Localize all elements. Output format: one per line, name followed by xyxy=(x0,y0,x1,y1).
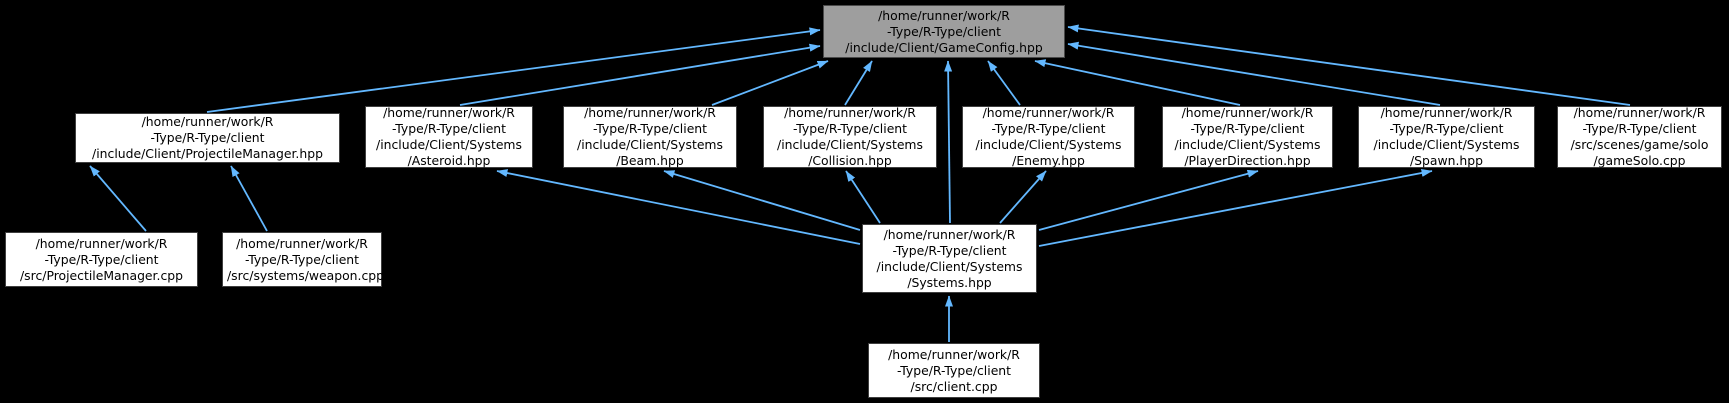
edge-playerdirection-hpp-to-gameconfig-hpp xyxy=(1034,59,1241,106)
node-label-line: -Type/R-Type/client xyxy=(244,251,360,267)
node-label-line: /src/scenes/game/solo xyxy=(1570,137,1709,152)
node-label-line: /home/runner/work/R xyxy=(35,235,168,251)
node-label-line: /home/runner/work/R xyxy=(878,7,1010,23)
node-label-line: /Spawn.hpp xyxy=(1409,153,1483,168)
node-label-line: -Type/R-Type/client xyxy=(896,362,1012,378)
node-label-line: /include/Client/Systems xyxy=(876,258,1023,274)
edge-systems-hpp-to-beam-hpp xyxy=(663,170,861,231)
node-label-line: /home/runner/work/R xyxy=(1181,105,1314,120)
graph-node-collision-hpp[interactable]: /home/runner/work/R-Type/R-Type/client/i… xyxy=(763,105,937,168)
node-label-line: /include/Client/Systems xyxy=(376,137,522,152)
node-label-line: -Type/R-Type/client xyxy=(150,130,265,145)
node-label-line: -Type/R-Type/client xyxy=(1190,121,1305,136)
node-label-line: /include/Client/Systems xyxy=(975,137,1122,152)
node-label-line: /Asteroid.hpp xyxy=(407,153,491,168)
node-label-line: /home/runner/work/R xyxy=(982,105,1115,120)
node-label-line: /src/client.cpp xyxy=(910,378,998,394)
node-label-line: -Type/R-Type/client xyxy=(44,251,159,267)
node-label-line: /include/Client/Systems xyxy=(1174,137,1321,152)
edge-systems-hpp-to-collision-hpp xyxy=(845,170,881,224)
node-label-line: /src/ProjectileManager.cpp xyxy=(20,267,183,283)
node-label-line: -Type/R-Type/client xyxy=(792,121,908,136)
node-label-line: /home/runner/work/R xyxy=(141,114,274,129)
graph-node-gameconfig-hpp[interactable]: /home/runner/work/R-Type/R-Type/client/i… xyxy=(823,5,1065,58)
node-label-line: /home/runner/work/R xyxy=(1573,105,1706,120)
node-label-line: /home/runner/work/R xyxy=(584,105,716,120)
graph-node-projectilemanager-cpp[interactable]: /home/runner/work/R-Type/R-Type/client/s… xyxy=(5,232,198,287)
node-label-line: /PlayerDirection.hpp xyxy=(1184,153,1311,168)
graph-node-systems-hpp[interactable]: /home/runner/work/R-Type/R-Type/client/i… xyxy=(862,224,1037,293)
edge-projectilemanager-cpp-to-projectilemanager-hpp xyxy=(89,165,147,232)
node-label-line: /home/runner/work/R xyxy=(784,105,916,120)
graph-node-weapon-cpp[interactable]: /home/runner/work/R-Type/R-Type/client/s… xyxy=(222,232,384,287)
node-label-line: /Enemy.hpp xyxy=(1012,153,1085,168)
graph-node-spawn-hpp[interactable]: /home/runner/work/R-Type/R-Type/client/i… xyxy=(1358,105,1535,168)
edge-systems-hpp-to-enemy-hpp xyxy=(999,170,1047,224)
node-label-line: /home/runner/work/R xyxy=(888,346,1020,362)
node-label-line: /home/runner/work/R xyxy=(883,226,1016,242)
node-label-line: /src/systems/weapon.cpp xyxy=(227,267,384,283)
include-edges xyxy=(89,24,1631,342)
graph-node-beam-hpp[interactable]: /home/runner/work/R-Type/R-Type/client/i… xyxy=(563,105,737,168)
edge-weapon-cpp-to-projectilemanager-hpp xyxy=(230,165,268,232)
edge-systems-hpp-to-playerdirection-hpp xyxy=(1038,169,1259,231)
node-label-line: /include/Client/Systems xyxy=(1373,137,1520,152)
node-label-line: /Collision.hpp xyxy=(808,153,892,168)
node-label-line: /include/Client/Systems xyxy=(577,137,723,152)
node-label-line: -Type/R-Type/client xyxy=(391,121,507,136)
node-label-line: /home/runner/work/R xyxy=(383,105,515,120)
edge-gamesolo-cpp-to-gameconfig-hpp xyxy=(1067,24,1631,106)
edge-enemy-hpp-to-gameconfig-hpp xyxy=(987,60,1021,106)
node-label-line: /include/Client/ProjectileManager.hpp xyxy=(92,146,323,161)
node-label-line: /include/Client/Systems xyxy=(777,137,923,152)
node-label-line: /Beam.hpp xyxy=(616,153,684,168)
node-label-line: /include/Client/GameConfig.hpp xyxy=(845,39,1043,55)
edge-systems-hpp-to-asteroid-hpp xyxy=(496,169,861,245)
graph-node-asteroid-hpp[interactable]: /home/runner/work/R-Type/R-Type/client/i… xyxy=(365,105,533,168)
node-label-line: -Type/R-Type/client xyxy=(592,121,708,136)
edge-asteroid-hpp-to-gameconfig-hpp xyxy=(459,43,821,106)
node-label-line: /gameSolo.cpp xyxy=(1593,153,1686,168)
graph-node-client-cpp[interactable]: /home/runner/work/R-Type/R-Type/client/s… xyxy=(868,343,1040,398)
edge-projectilemanager-hpp-to-gameconfig-hpp xyxy=(206,27,821,113)
node-label-line: /Systems.hpp xyxy=(907,274,992,290)
node-label-line: /home/runner/work/R xyxy=(1380,105,1513,120)
edge-beam-hpp-to-gameconfig-hpp xyxy=(711,60,829,106)
node-label-line: -Type/R-Type/client xyxy=(1389,121,1504,136)
edge-systems-hpp-to-spawn-hpp xyxy=(1038,169,1433,247)
edge-collision-hpp-to-gameconfig-hpp xyxy=(844,60,873,106)
node-label-line: -Type/R-Type/client xyxy=(1582,121,1697,136)
edge-spawn-hpp-to-gameconfig-hpp xyxy=(1067,41,1441,106)
node-label-line: /home/runner/work/R xyxy=(236,235,368,251)
graph-node-enemy-hpp[interactable]: /home/runner/work/R-Type/R-Type/client/i… xyxy=(962,105,1135,168)
node-label-line: -Type/R-Type/client xyxy=(892,242,1007,258)
graph-node-playerdirection-hpp[interactable]: /home/runner/work/R-Type/R-Type/client/i… xyxy=(1162,105,1333,168)
node-label-line: -Type/R-Type/client xyxy=(886,23,1002,39)
node-label-line: -Type/R-Type/client xyxy=(991,121,1106,136)
graph-node-gamesolo-cpp[interactable]: /home/runner/work/R-Type/R-Type/client/s… xyxy=(1557,105,1722,168)
graph-node-projectilemanager-hpp[interactable]: /home/runner/work/R-Type/R-Type/client/i… xyxy=(75,113,340,163)
edge-systems-hpp-to-gameconfig-hpp xyxy=(944,60,953,224)
